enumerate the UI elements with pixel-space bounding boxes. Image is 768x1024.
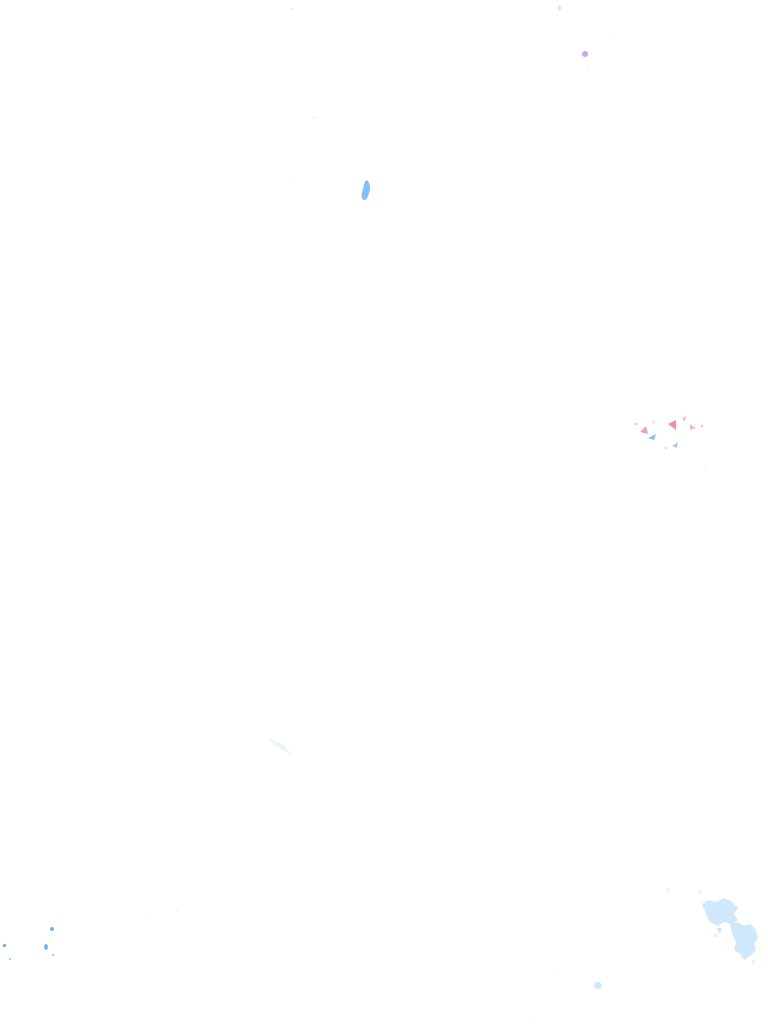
- speck-grey: [587, 66, 589, 68]
- speck-grey: [704, 466, 706, 468]
- pink-cluster: [634, 416, 704, 450]
- speck-blue: [50, 927, 54, 931]
- speck-lavender: [582, 51, 588, 57]
- speck-grey: [558, 5, 561, 11]
- speck-grey: [313, 117, 316, 119]
- speck-light-blue: [594, 982, 602, 989]
- speck-grey: [612, 33, 614, 35]
- speck-grey: [290, 181, 292, 183]
- speck-blue: [9, 958, 11, 960]
- speck-blue: [3, 944, 6, 947]
- speck-blue: [52, 954, 54, 956]
- speck-grey: [148, 914, 150, 916]
- speck-grey: [554, 972, 556, 974]
- speck-grey: [291, 8, 294, 10]
- faint-hatch: [269, 737, 291, 755]
- speck-light-blue: [666, 888, 669, 891]
- speck-grey: [530, 1020, 532, 1022]
- light-blue-cluster: [698, 890, 758, 963]
- blue-blob: [361, 180, 371, 201]
- speck-blue: [44, 944, 48, 950]
- speck-grey: [176, 909, 178, 911]
